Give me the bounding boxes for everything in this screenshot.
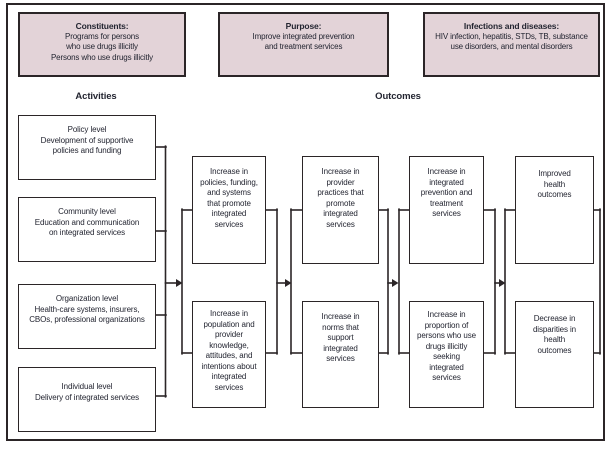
purpose-title: Purpose: — [285, 21, 322, 31]
outcome-box-decreased-disparities: Decrease in disparities in health outcom… — [515, 301, 594, 408]
outcome-box-provider-practices: Increase in provider practices that prom… — [302, 156, 379, 264]
purpose-text: Improve integrated prevention and treatm… — [252, 31, 355, 52]
outcome-box-policies-systems: Increase in policies, funding, and syste… — [192, 156, 266, 264]
purpose-box: Purpose: Improve integrated prevention a… — [218, 12, 389, 77]
activity-box-individual-level: Individual level Delivery of integrated … — [18, 367, 156, 432]
activity-box-organization-level: Organization level Health-care systems, … — [18, 284, 156, 349]
infections-title: Infections and diseases: — [463, 21, 560, 31]
activity-box-policy-level: Policy level Development of supportive p… — [18, 115, 156, 180]
activity-box-community-level: Community level Education and communicat… — [18, 197, 156, 262]
outcome-box-norms: Increase in norms that support integrate… — [302, 301, 379, 408]
outcome-box-improved-health: Improved health outcomes — [515, 156, 594, 264]
constituents-box: Constituents: Programs for persons who u… — [18, 12, 186, 77]
infections-box: Infections and diseases: HIV infection, … — [423, 12, 600, 77]
constituents-title: Constituents: — [75, 21, 129, 31]
activities-header: Activities — [75, 91, 117, 102]
outcome-box-knowledge-attitudes: Increase in population and provider know… — [192, 301, 266, 408]
infections-text: HIV infection, hepatitis, STDs, TB, subs… — [435, 31, 588, 52]
outcomes-header: Outcomes — [375, 91, 421, 102]
outcome-box-persons-seeking: Increase in proportion of persons who us… — [409, 301, 484, 408]
outcome-box-integrated-services: Increase in integrated prevention and tr… — [409, 156, 484, 264]
constituents-text: Programs for persons who use drugs illic… — [50, 31, 154, 62]
diagram-border — [6, 3, 605, 441]
